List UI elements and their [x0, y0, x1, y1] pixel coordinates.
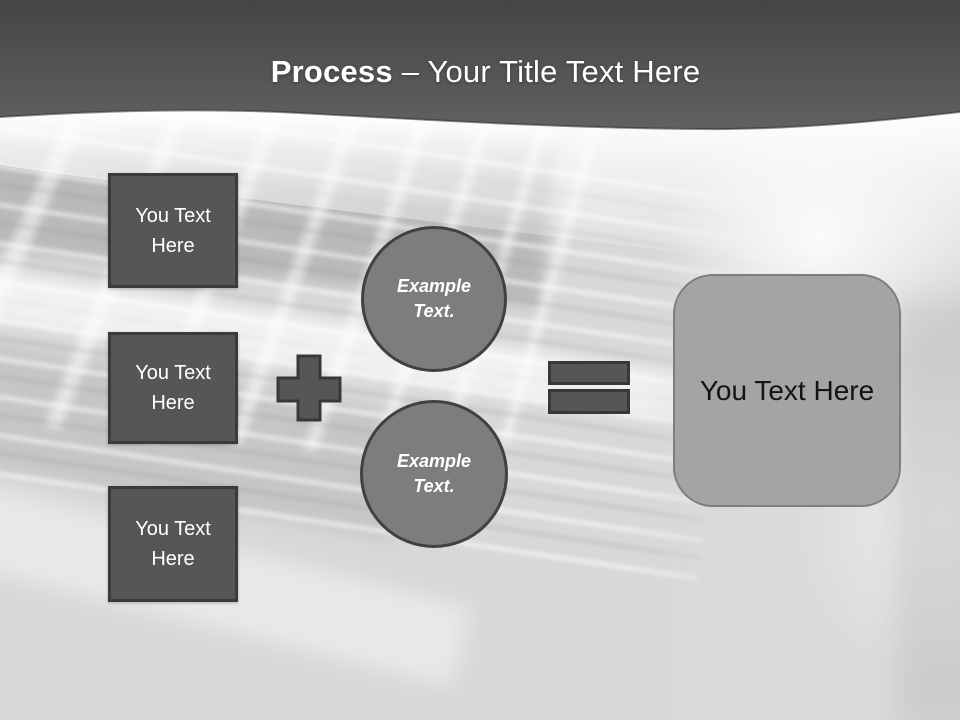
title-bold-text: Process	[270, 54, 393, 89]
right-shadow	[895, 300, 960, 720]
process-input-label: You Text Here	[135, 518, 211, 570]
result-box[interactable]: You Text Here	[673, 274, 901, 507]
process-input-box-3[interactable]: You Text Here	[108, 486, 238, 602]
equals-icon	[548, 361, 630, 414]
example-circle-2[interactable]: Example Text.	[360, 400, 508, 548]
slide-title[interactable]: Process– Your Title Text Here	[0, 54, 960, 90]
example-circle-label: Example Text.	[396, 275, 472, 321]
title-rest-text: – Your Title Text Here	[401, 54, 701, 89]
header-band	[0, 0, 960, 291]
process-input-box-2[interactable]: You Text Here	[108, 332, 238, 444]
example-circle-1[interactable]: Example Text.	[361, 226, 507, 372]
header-highlight-wave	[0, 110, 960, 291]
result-box-label: You Text Here	[699, 374, 875, 406]
process-input-box-1[interactable]: You Text Here	[108, 173, 238, 288]
header-dark-wave	[0, 0, 960, 130]
process-input-label: You Text Here	[135, 362, 211, 414]
process-input-label: You Text Here	[135, 204, 211, 257]
example-circle-label: Example Text.	[396, 450, 472, 496]
plus-icon	[276, 354, 342, 422]
header-edge-line	[0, 109, 960, 131]
